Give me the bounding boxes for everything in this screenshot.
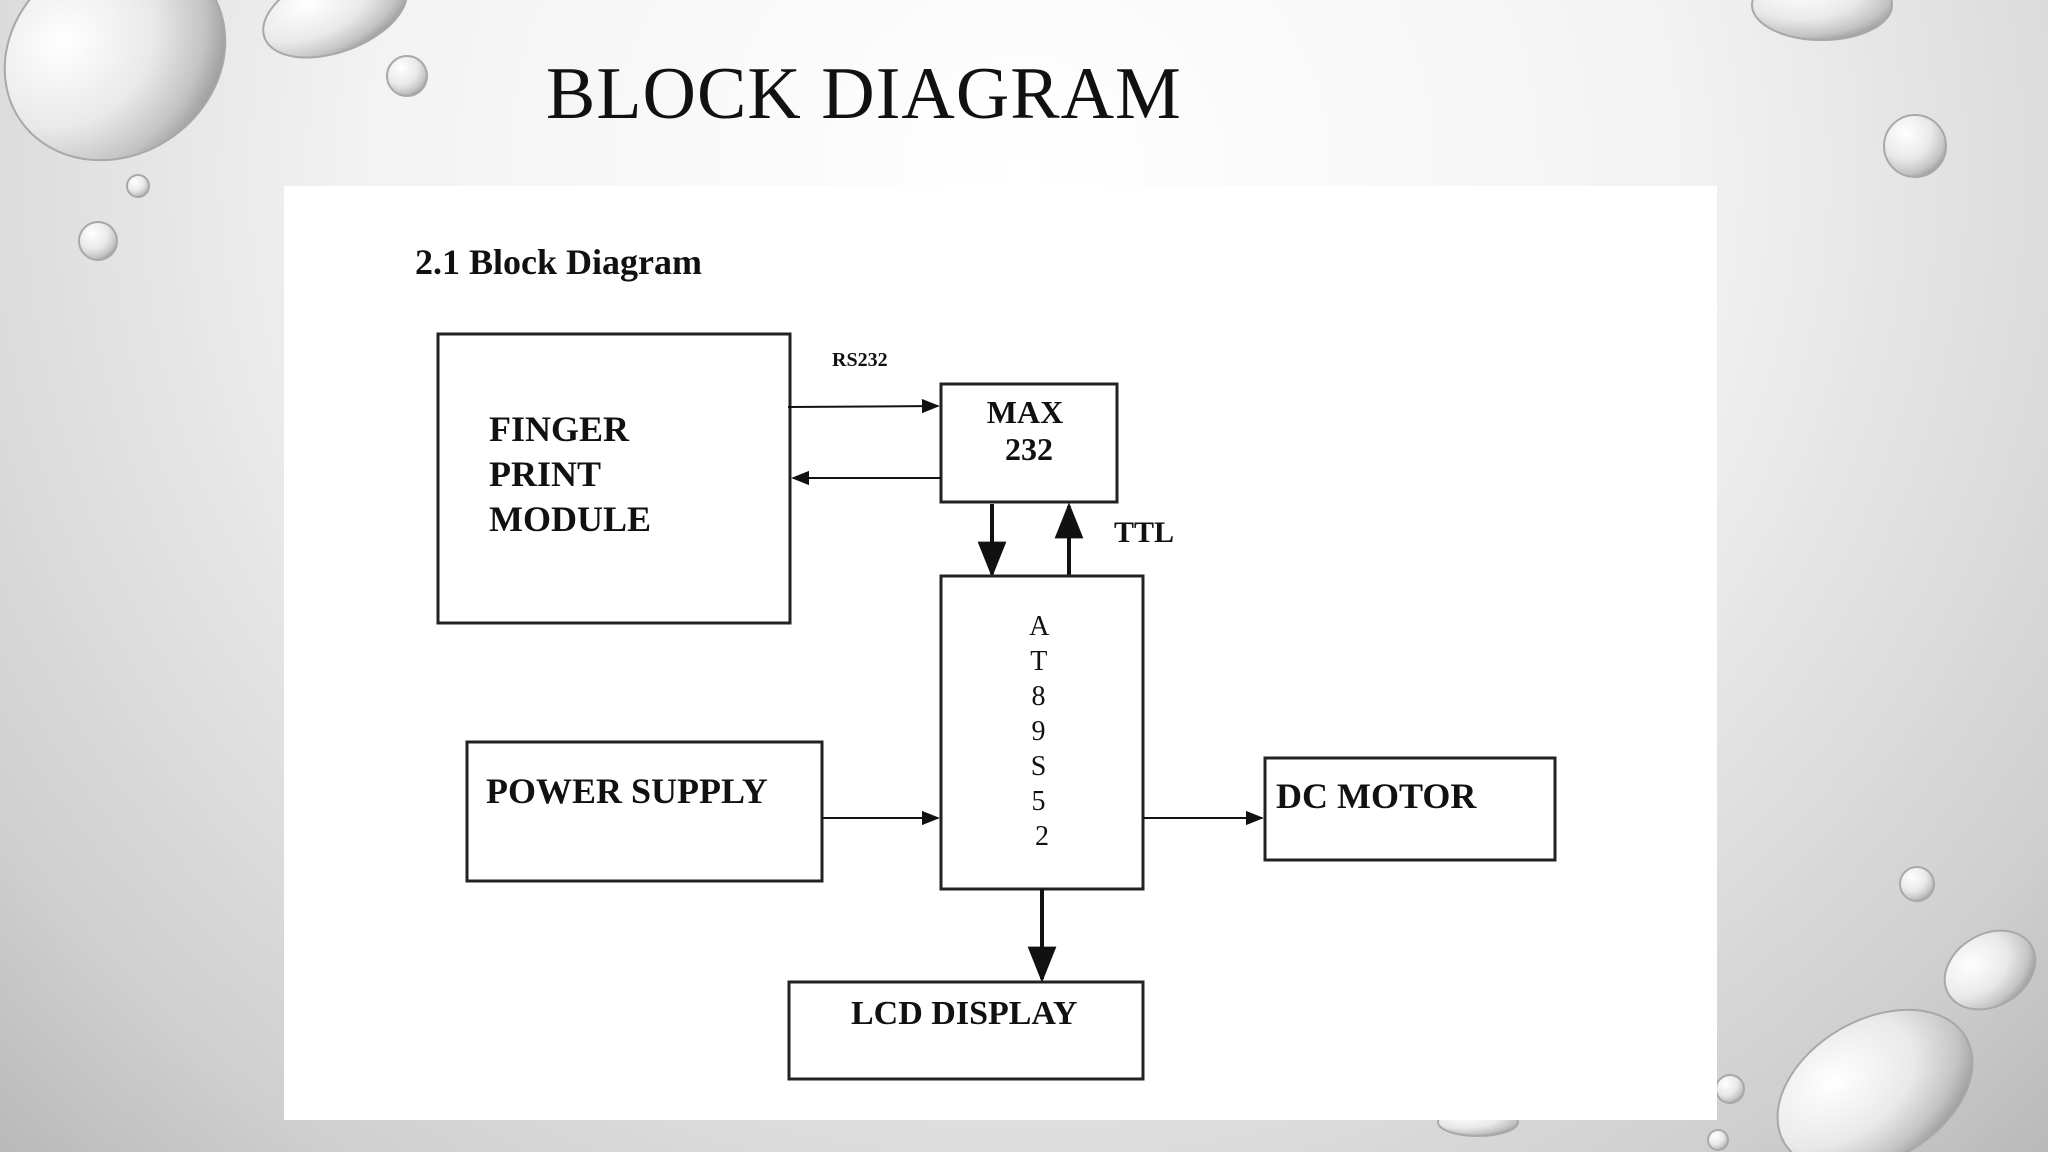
max232-block (939, 382, 1119, 504)
lcd-display-block (787, 980, 1145, 1081)
block-diagram: 2.1 Block Diagram FINGER PRINT MODULE RS… (415, 242, 1557, 1081)
droplet (1776, 1008, 1974, 1152)
droplet (78, 221, 118, 261)
finger-print-module-label: FINGER PRINT MODULE (489, 409, 651, 539)
finger-print-module-block (436, 332, 792, 625)
droplet (386, 55, 428, 97)
at89s52-label: A T 8 9 S 5 2 (1029, 611, 1055, 852)
arrow-fingerprint-to-max232 (787, 398, 940, 414)
dc-motor-block (1263, 756, 1557, 862)
droplet (3, 0, 227, 162)
diagram-panel: 2.1 Block Diagram FINGER PRINT MODULE RS… (284, 186, 1717, 1120)
diagram-heading: 2.1 Block Diagram (415, 242, 702, 282)
droplet (1943, 929, 2037, 1011)
power-supply-block (465, 740, 824, 883)
max232-label: MAX 232 (987, 394, 1071, 467)
rs232-label: RS232 (832, 349, 888, 371)
slide-title: BLOCK DIAGRAM (546, 53, 1182, 135)
droplet (262, 0, 408, 59)
droplet (1751, 0, 1893, 41)
droplet (1707, 1129, 1729, 1151)
droplet (126, 174, 150, 198)
ttl-label: TTL (1114, 516, 1174, 549)
droplet (1899, 866, 1935, 902)
lcd-display-label: LCD DISPLAY (851, 995, 1077, 1032)
dc-motor-label: DC MOTOR (1276, 776, 1477, 816)
power-supply-label: POWER SUPPLY (486, 771, 768, 811)
droplet (1715, 1074, 1745, 1104)
droplet (1883, 114, 1947, 178)
